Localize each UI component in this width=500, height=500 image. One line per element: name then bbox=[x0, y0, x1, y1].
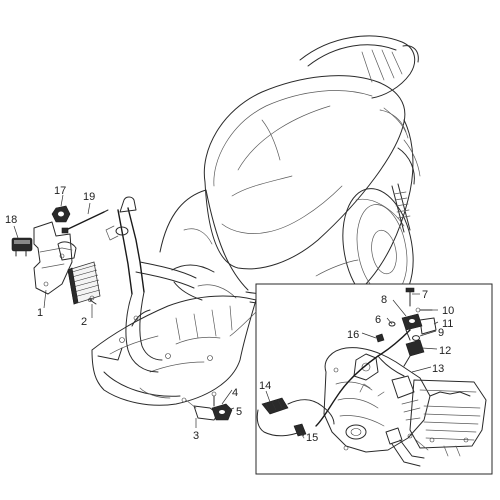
callout-2: 2 bbox=[81, 316, 87, 328]
part-12-sensor-body bbox=[403, 339, 425, 367]
callout-9: 9 bbox=[438, 327, 444, 339]
callout-4: 4 bbox=[232, 387, 238, 399]
callout-3: 3 bbox=[193, 430, 199, 442]
callout-16: 16 bbox=[347, 329, 359, 341]
part-19-cable-tie bbox=[61, 209, 109, 234]
callout-8: 8 bbox=[381, 294, 387, 306]
seat bbox=[203, 75, 406, 270]
callout-1: 1 bbox=[37, 307, 43, 319]
part-11-bracket bbox=[419, 317, 437, 335]
variator-cover bbox=[409, 379, 487, 457]
callout-6: 6 bbox=[375, 314, 381, 326]
part-16-nut bbox=[375, 333, 385, 343]
part-18-relay bbox=[11, 237, 33, 257]
part-10-screw bbox=[415, 307, 433, 313]
leader-lines bbox=[13, 194, 439, 437]
part-15-cable-clip bbox=[293, 423, 307, 437]
callout-18: 18 bbox=[5, 214, 17, 226]
callout-5: 5 bbox=[236, 406, 242, 418]
callout-15: 15 bbox=[306, 432, 318, 444]
callout-10: 10 bbox=[442, 305, 454, 317]
scooter-body bbox=[159, 35, 421, 308]
part-14-connector bbox=[256, 397, 301, 437]
callout-17: 17 bbox=[54, 185, 66, 197]
floor-pan bbox=[91, 295, 257, 406]
callout-13: 13 bbox=[432, 363, 444, 375]
part-1-mounting-bracket bbox=[33, 221, 73, 295]
part-2-voltage-regulator bbox=[67, 261, 101, 305]
front-frame-tube bbox=[105, 196, 197, 373]
detail-inset bbox=[229, 283, 493, 475]
leg-shield bbox=[159, 189, 249, 301]
rear-rack bbox=[299, 35, 419, 139]
regulator-bolt bbox=[88, 298, 97, 305]
callout-7: 7 bbox=[422, 289, 428, 301]
callout-12: 12 bbox=[439, 345, 451, 357]
rear-body-panel bbox=[365, 109, 421, 285]
engine-lower-tube bbox=[391, 439, 429, 467]
part-5-sensor bbox=[211, 403, 233, 421]
part-9-washer bbox=[412, 335, 420, 341]
callout-11: 11 bbox=[442, 318, 453, 330]
part-6-washer bbox=[388, 321, 396, 327]
part-13-wiring-harness bbox=[315, 329, 411, 427]
rear-shock bbox=[391, 183, 411, 233]
callout-14: 14 bbox=[259, 380, 271, 392]
part-17-clip bbox=[51, 205, 71, 223]
callout-labels: 1 2 3 4 5 6 7 8 9 10 11 12 13 14 15 16 1… bbox=[5, 185, 454, 444]
bracket-module bbox=[57, 241, 77, 261]
part-8-sensor bbox=[401, 313, 423, 341]
part-7-screw bbox=[405, 287, 415, 307]
callout-19: 19 bbox=[83, 191, 95, 203]
part-4-screw bbox=[211, 391, 217, 407]
